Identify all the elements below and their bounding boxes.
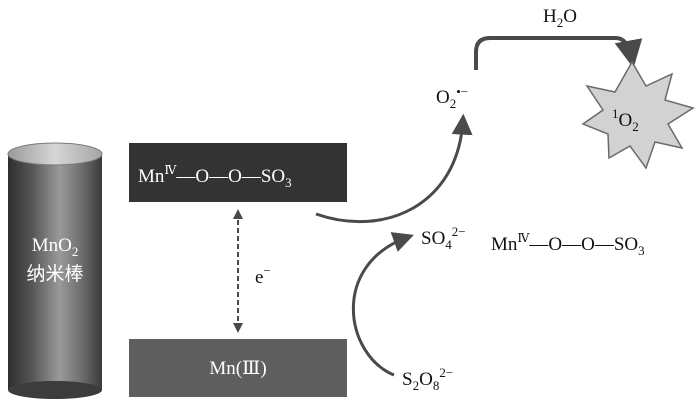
water-label: H2O — [543, 6, 577, 30]
singlet-oxygen-star: 1O2 — [581, 60, 695, 170]
star-burst — [581, 60, 695, 170]
dark-box — [129, 143, 347, 202]
nanorod-label: 纳米棒 — [26, 263, 83, 285]
gray-box — [129, 339, 347, 397]
mn-iii-label: Mn(Ⅲ) — [209, 358, 266, 379]
persulfate-activation-arrow — [351, 232, 414, 377]
nanorod-bottom — [8, 381, 102, 399]
right-complex-formula: MnⅣ—O—O—SO3 — [491, 231, 645, 258]
superoxide-label: O2•− — [436, 84, 468, 111]
to-superoxide-arrow — [315, 113, 473, 224]
mn-iii-box: Mn(Ⅲ) — [129, 339, 347, 397]
singlet-oxygen-label: 1O2 — [612, 106, 639, 134]
persulfate-label: S2O82− — [402, 365, 453, 393]
electron-label: e− — [255, 263, 271, 288]
sulfate-label: SO42− — [421, 224, 466, 252]
mno2-nanorod: MnO2 纳米棒 — [7, 142, 103, 399]
mn-iv-peroxo-box: MnⅣ—O—O—SO3 — [129, 143, 347, 202]
nanorod-body — [8, 154, 102, 390]
nanorod-cap — [7, 142, 103, 166]
top-complex-formula: MnⅣ—O—O—SO3 — [138, 163, 292, 190]
water-arrow — [474, 36, 643, 70]
nanorod-formula: MnO2 — [32, 235, 79, 259]
